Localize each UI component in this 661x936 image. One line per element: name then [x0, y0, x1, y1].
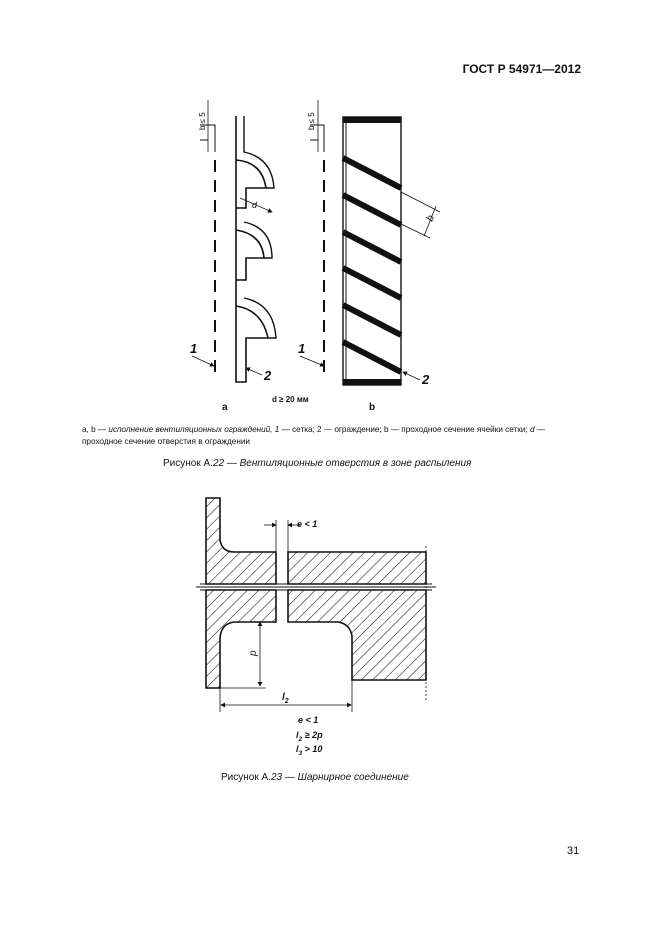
note-e-lt-1: e < 1 [298, 715, 318, 725]
label-l2: l2 [282, 692, 289, 705]
fence-profile-a [235, 116, 269, 383]
figure-23-caption: Рисунок А.23 — Шарнирное соединение [221, 772, 409, 783]
sublabel-b: b [369, 402, 375, 413]
callout-1-a: 1 [190, 341, 197, 356]
left-leaf-upper [205, 497, 277, 585]
callout-2-b: 2 [421, 372, 430, 387]
label-b-le-5-b: b ≤ 5 [307, 112, 316, 130]
label-b-mesh: b [425, 213, 438, 223]
figure-22-caption: Рисунок А.22 — Вентиляционные отверстия … [163, 458, 472, 469]
label-b-le-5-a: b ≤ 5 [198, 112, 207, 130]
callout-2-a: 2 [263, 368, 272, 383]
label-e-lt-1: e < 1 [297, 519, 317, 529]
left-leaf-lower [205, 589, 277, 689]
right-leaf-lower [287, 589, 427, 681]
label-p: p [248, 650, 259, 657]
mesh-strips [341, 155, 403, 375]
callout-1-b: 1 [298, 341, 305, 356]
label-d: d [252, 200, 258, 210]
note-l2-ge-2p: l2 ≥ 2p [296, 730, 323, 743]
figure-22-ventilation-openings: b ≤ 5 d 1 2 a b ≤ 5 b 1 2 b d ≥ 20 мм [190, 100, 441, 413]
sublabel-a: a [222, 402, 228, 413]
figure-22-legend: a, b — исполнение вентиляционных огражде… [82, 425, 546, 446]
page-number: 31 [567, 845, 580, 857]
dim-line-d [239, 197, 273, 213]
label-d-ge-20: d ≥ 20 мм [272, 395, 309, 404]
right-leaf-upper [287, 551, 427, 585]
document-standard-header: ГОСТ Р 54971—2012 [462, 62, 581, 76]
note-l3-gt-10: l3 > 10 [296, 744, 322, 757]
grid-top-bracket-a [200, 124, 216, 152]
